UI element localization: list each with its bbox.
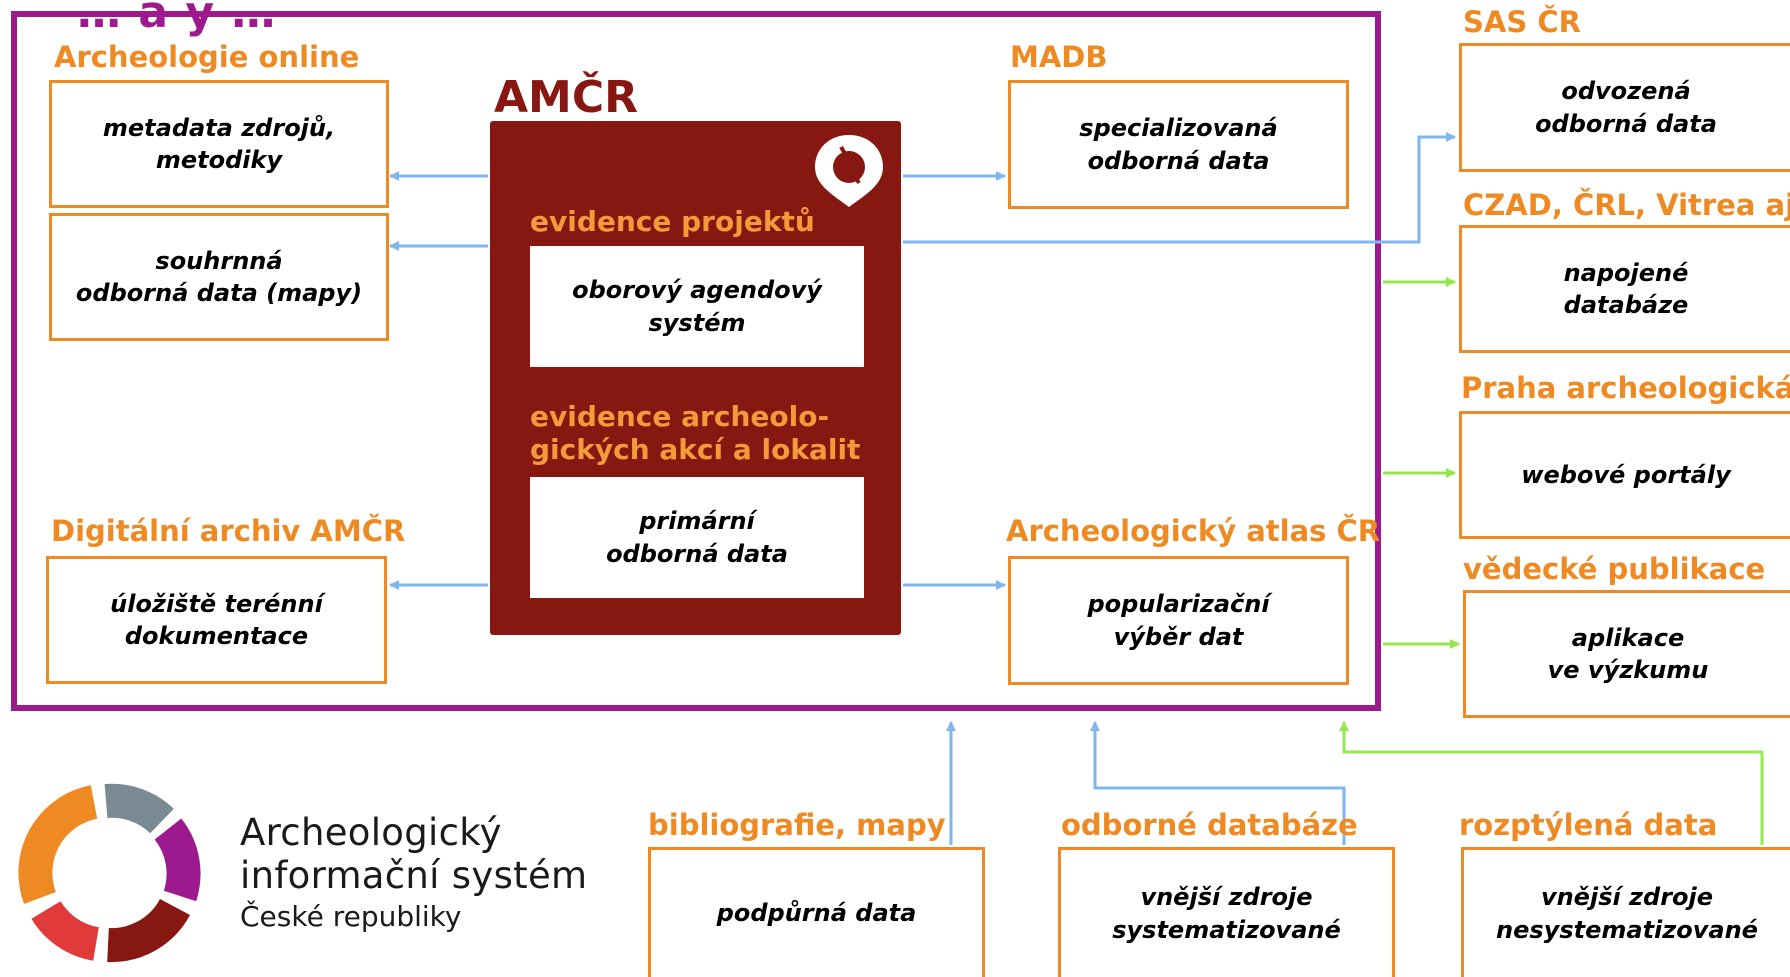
actions-box: primární odborná data: [530, 477, 864, 598]
publications-text: aplikace ve výzkumu: [1547, 623, 1709, 684]
madb-box: specializovaná odborná data: [1008, 80, 1349, 209]
cut-off-header: … a ý …: [77, 0, 277, 38]
amcr-logo-icon: [815, 135, 883, 207]
archeologie-online-title: Archeologie online: [54, 40, 360, 74]
praha-box: webové portály: [1459, 411, 1790, 539]
system-frame: … a ý …: [11, 0, 1381, 711]
madb-text: specializovaná odborná data: [1079, 114, 1278, 175]
metadata-text: metadata zdrojů, metodiky: [102, 113, 336, 174]
logo-line-3: České republiky: [240, 899, 462, 933]
ais-logo-icon: [18, 783, 201, 963]
sas-box: odvozená odborná data: [1459, 43, 1790, 172]
amcr-title: AMČR: [494, 72, 639, 123]
professional-databases-text: vnější zdroje systematizované: [1112, 883, 1341, 944]
professional-databases-box: vnější zdroje systematizované: [1058, 847, 1395, 977]
publications-box: aplikace ve výzkumu: [1463, 590, 1790, 718]
projects-box: oborový agendový systém: [530, 246, 864, 367]
digital-archive-text: úložiště terénní dokumentace: [110, 589, 323, 650]
sas-title: SAS ČR: [1463, 5, 1581, 39]
scattered-data-title: rozptýlená data: [1459, 808, 1718, 842]
atlas-box: popularizační výběr dat: [1008, 556, 1349, 685]
ais-logo-text: Archeologický informační systém České re…: [240, 811, 588, 933]
digital-archive-box: úložiště terénní dokumentace: [46, 556, 387, 684]
metadata-box: metadata zdrojů, metodiky: [49, 80, 389, 208]
praha-title: Praha archeologická: [1461, 371, 1790, 405]
arrow-from-professional-databases: [1090, 721, 1346, 845]
summary-maps-text: souhrnná odborná data (mapy): [75, 246, 363, 307]
bibliography-text: podpůrná data: [716, 899, 917, 928]
scattered-data-text: vnější zdroje nesystematizované: [1496, 883, 1758, 944]
projects-box-text: oborový agendový systém: [572, 276, 822, 337]
digital-archive-title: Digitální archiv AMČR: [51, 514, 406, 548]
bibliography-box: podpůrná data: [648, 847, 985, 977]
czad-box: napojené databáze: [1459, 225, 1790, 353]
professional-databases-title: odborné databáze: [1061, 808, 1358, 842]
czad-text: napojené databáze: [1563, 258, 1689, 319]
logo-line-2: informační systém: [240, 853, 588, 897]
bibliography-title: bibliografie, mapy: [648, 808, 946, 842]
madb-title: MADB: [1010, 40, 1108, 74]
projects-heading: evidence projektů: [530, 205, 815, 238]
actions-box-text: primární odborná data: [606, 507, 788, 568]
logo-line-1: Archeologický: [240, 811, 502, 854]
czad-title: CZAD, ČRL, Vitrea aj.: [1463, 188, 1790, 222]
sas-text: odvozená odborná data: [1535, 77, 1717, 138]
scattered-data-box: vnější zdroje nesystematizované: [1461, 847, 1790, 977]
atlas-title: Archeologický atlas ČR: [1006, 514, 1381, 548]
publications-title: vědecké publikace: [1463, 552, 1766, 586]
summary-maps-box: souhrnná odborná data (mapy): [49, 213, 389, 341]
arrow-from-scattered-data: [1339, 721, 1764, 845]
amcr-panel: evidence projektů oborový agendový systé…: [490, 121, 901, 635]
actions-heading: evidence archeolo- gických akcí a lokali…: [530, 400, 861, 466]
arrow-to-sas: [903, 132, 1456, 244]
atlas-text: popularizační výběr dat: [1087, 590, 1270, 651]
praha-text: webové portály: [1521, 460, 1731, 489]
